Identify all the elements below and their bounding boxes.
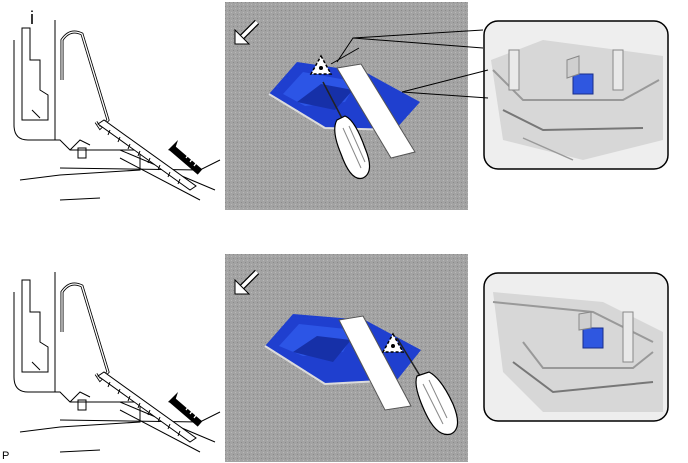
photo-panel-1 [225,2,468,210]
warning-triangle-icon [309,54,333,75]
callout-connector-1 [336,29,484,63]
screwdriver-icon [322,81,371,180]
blue-clip [582,327,604,349]
protective-tape [338,315,412,411]
view-direction-arrow-icon [234,19,260,45]
figure-code: P [2,450,10,462]
protective-tape [336,63,416,159]
corner-mark: i [30,8,34,28]
tool-blade [97,119,197,191]
callout-connector-2 [401,69,489,99]
blue-clip [572,73,594,95]
tool-blade [97,371,197,443]
photo-panel-2 [225,254,468,462]
clip-wire [60,30,110,131]
handle-part [268,62,420,131]
detail-inset-1 [483,20,669,170]
cross-section-sketch-1 [13,20,221,201]
detail-inset-2 [483,272,669,422]
cross-section-sketch-2 [13,272,221,453]
view-direction-arrow-icon [234,269,260,295]
warning-triangle-icon [381,332,405,353]
screwdriver-icon [396,337,459,436]
push-direction-arrow-icon [168,140,203,175]
push-direction-arrow-icon [168,392,203,427]
